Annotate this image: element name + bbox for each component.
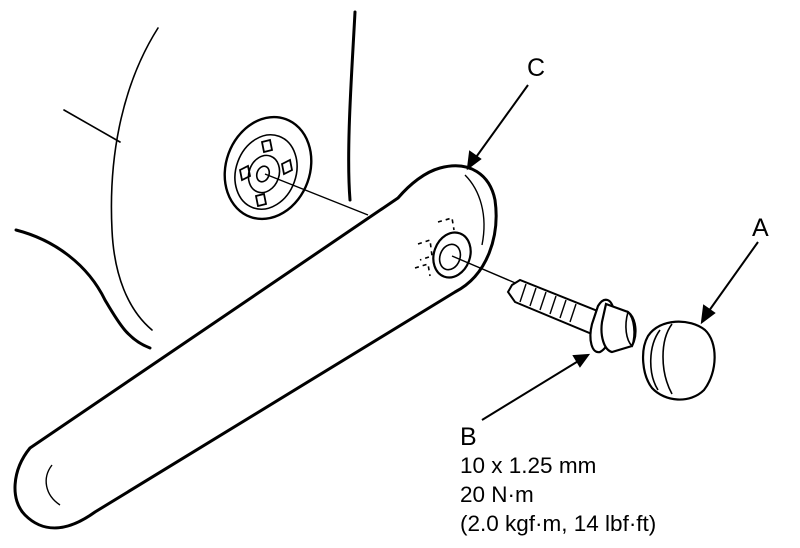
boss-tab-bottom	[254, 192, 268, 208]
boss-tab-left	[238, 164, 252, 182]
boss-tab-top	[260, 138, 274, 154]
hidden-tab-left	[417, 238, 433, 261]
bolt-torque-nm: 20 N·m	[460, 482, 534, 507]
callout-label-c: C	[527, 54, 546, 82]
bolt-shank	[506, 278, 602, 336]
leader-arrows	[466, 84, 759, 421]
cap-rim	[649, 329, 661, 391]
seat-cushion-edge	[14, 228, 152, 350]
bolt-head-face	[625, 310, 635, 348]
boss-tabs	[238, 138, 294, 208]
armrest-bottom-edge	[45, 464, 61, 506]
mounting-boss	[223, 115, 313, 221]
leader-arrow-c	[466, 84, 529, 171]
callout-label-a: A	[752, 214, 769, 242]
leader-arrow-a	[700, 241, 759, 325]
seat-contour-line	[63, 109, 121, 143]
bolt-part-b	[506, 278, 637, 354]
seat-edge-outer	[347, 10, 357, 202]
axis-armrest-to-bolt	[451, 255, 521, 286]
boss-inner-ring	[234, 134, 298, 210]
bolt-size-spec: 10 x 1.25 mm	[460, 453, 597, 478]
armrest-top-edge	[464, 174, 485, 246]
cap-body	[642, 320, 716, 401]
armrest-hidden-features	[414, 216, 455, 277]
cap-part-a	[642, 320, 716, 401]
cap-face	[662, 323, 673, 395]
armrest-bolt-hole-inner	[438, 243, 462, 271]
seat-outline	[14, 10, 357, 350]
bolt-threads	[519, 283, 577, 323]
seat-edge-inner	[110, 27, 159, 331]
bolt-torque-alt: (2.0 kgf·m, 14 lbf·ft)	[460, 511, 657, 536]
leader-arrow-b	[481, 353, 591, 421]
armrest-body	[13, 164, 498, 530]
armrest-part-c	[13, 164, 498, 530]
boss-tab-right	[280, 158, 294, 176]
callout-label-b: B	[460, 423, 477, 451]
axis-boss-to-armrest	[264, 173, 369, 216]
alignment-axis	[264, 173, 521, 286]
